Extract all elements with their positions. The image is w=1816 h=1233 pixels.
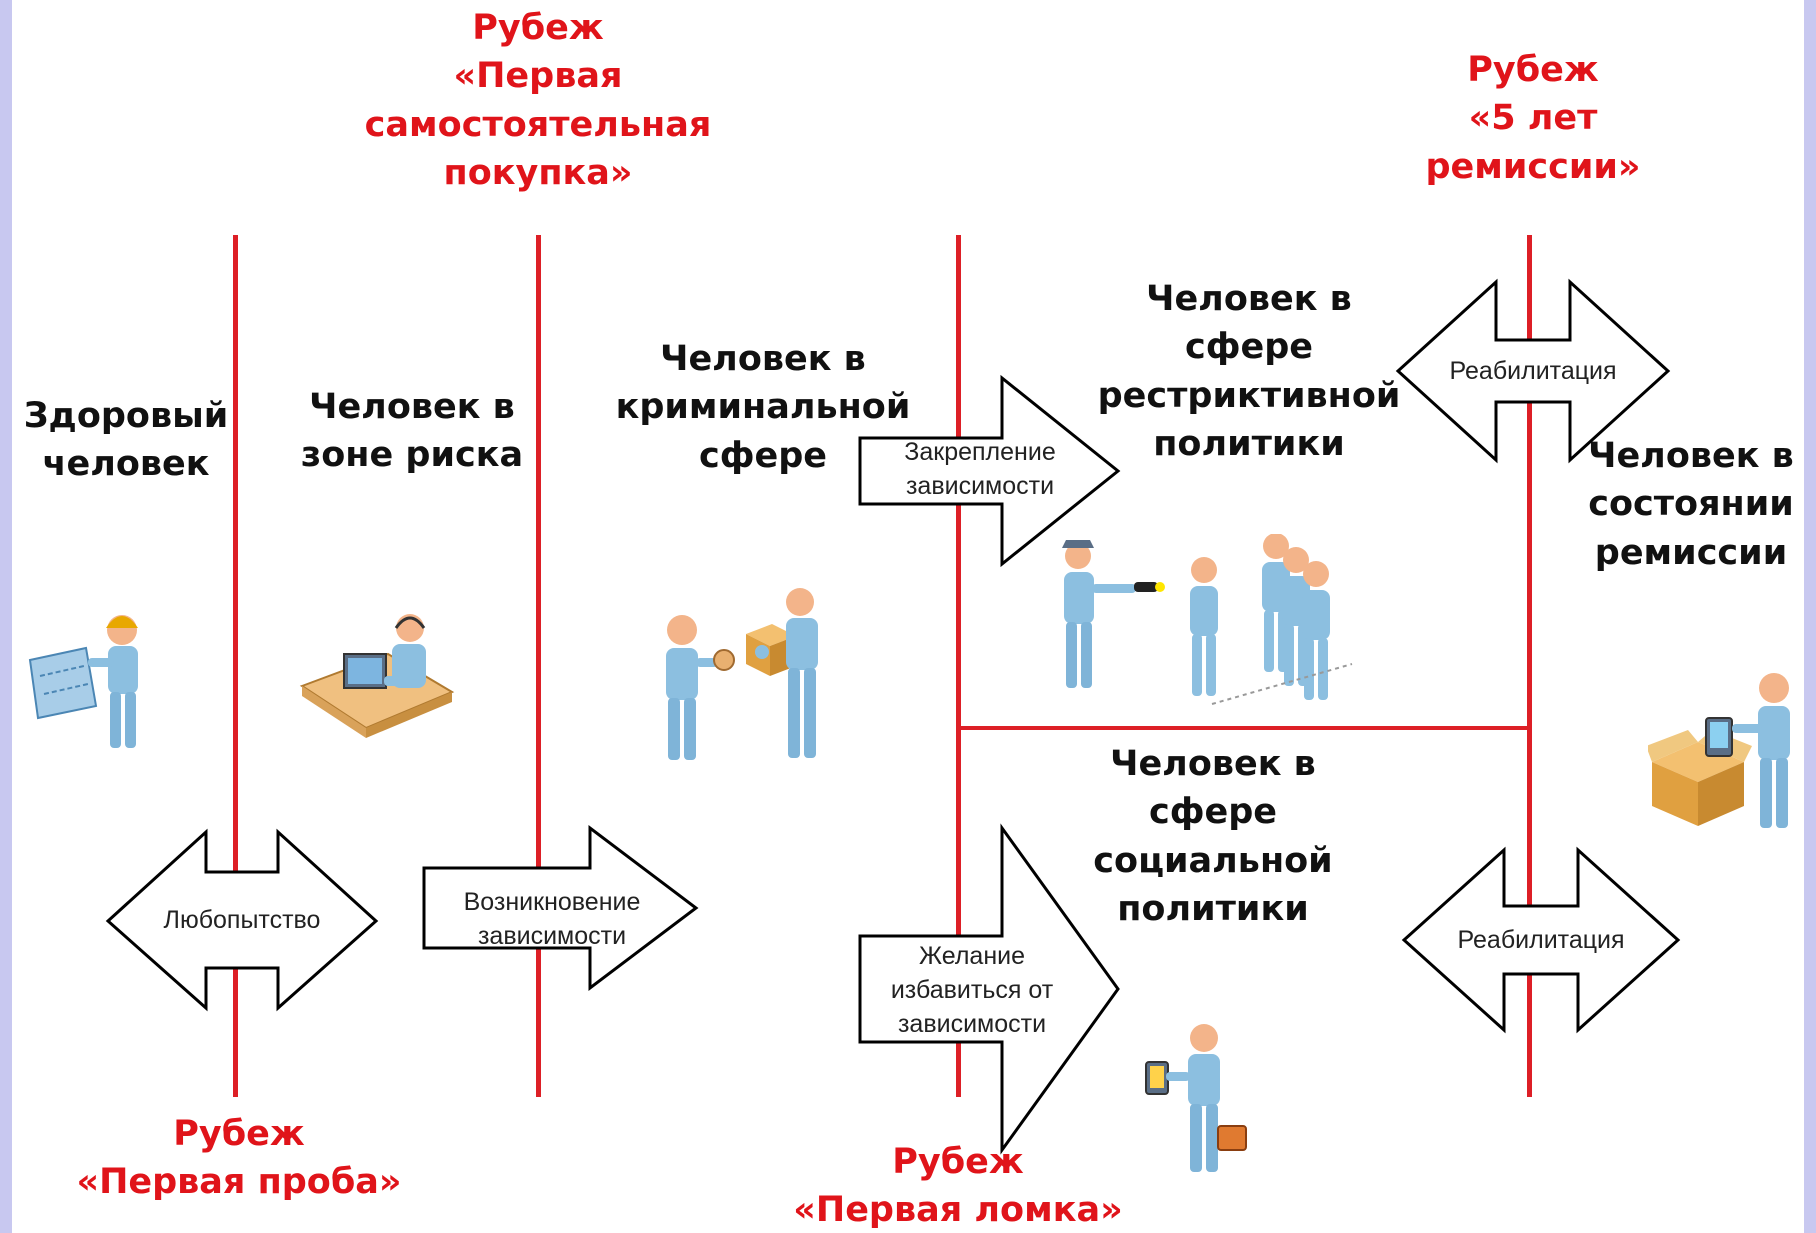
engineer-with-blueprint-icon: [28, 615, 138, 748]
arrow-label-rehab-bottom: Реабилитация: [1457, 926, 1625, 954]
divider-line-restrictive-social: [956, 726, 1532, 730]
frontier-line-first-withdrawal: [956, 235, 961, 1097]
person-unpacking-box-icon: [1648, 673, 1790, 828]
frontier-line-five-years: [1527, 235, 1532, 1097]
police-lineup-icon: [1062, 534, 1353, 705]
arrow-wish-to-quit: [858, 823, 1120, 1155]
arrow-label-rehab-top: Реабилитация: [1449, 357, 1617, 385]
arrow-dependence-fixing: [858, 374, 1121, 568]
double-arrow-curiosity: [105, 828, 379, 1012]
frontier-label-first-try: Рубеж«Первая проба»: [76, 1114, 402, 1203]
double-arrow-rehab-top: [1395, 278, 1671, 464]
frontier-label-first-withdrawal: Рубеж«Первая ломка»: [793, 1142, 1123, 1231]
arrow-label-curiosity: Любопытство: [163, 906, 321, 934]
frontier-line-first-try: [233, 235, 238, 1097]
arrow-dependence-onset: [422, 824, 699, 992]
operator-at-desk-icon: [299, 614, 455, 738]
frontier-line-first-purchase: [536, 235, 541, 1097]
social-worker-icon: [1145, 1024, 1247, 1172]
double-arrow-rehab-bottom: [1401, 846, 1681, 1034]
dealer-exchange-icon: [666, 588, 818, 760]
